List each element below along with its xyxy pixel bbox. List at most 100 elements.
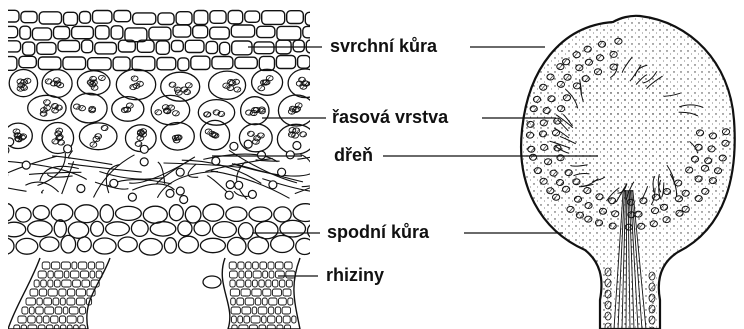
rhizine-cell (245, 271, 251, 278)
rhizine-cell (275, 271, 284, 278)
algal-cell (573, 83, 580, 89)
rhizine-cell (73, 280, 81, 287)
rhizines-drawing (8, 258, 300, 329)
medulla-cell (110, 179, 118, 187)
medulla-cell (226, 181, 234, 189)
cortex-cell (298, 56, 310, 69)
lower-cortex-cell (75, 205, 98, 223)
algal-cell (686, 167, 693, 173)
algal-cell (45, 79, 52, 84)
rhizine-cell (70, 271, 79, 278)
hypha (0, 183, 7, 197)
algal-cell (24, 78, 31, 83)
stalk-algal-cell (649, 316, 655, 324)
algal-cell (550, 170, 557, 176)
cortex-cell (113, 57, 130, 70)
lower-cortex-cell (296, 238, 314, 254)
lower-cortex-cell (115, 206, 141, 220)
lower-cortex-cell (169, 205, 183, 221)
stalk-algal-cell (605, 312, 611, 320)
rhizine-cell (55, 307, 62, 314)
algal-cell (709, 178, 716, 184)
rhizine-cell (237, 298, 244, 305)
algal-cell (540, 120, 547, 126)
algal-cell (173, 111, 180, 116)
cortex-cell (20, 26, 31, 39)
lower-cortex-cell (212, 222, 236, 238)
cortex-cell (88, 58, 112, 70)
rhizine-cell (37, 316, 42, 323)
rhizine-cell (259, 280, 265, 287)
algal-cell (557, 81, 564, 87)
cortex-cell (21, 12, 37, 23)
algal-cell (691, 156, 698, 162)
rhizine-cell (68, 289, 75, 296)
algal-cell (708, 146, 715, 152)
algal-cell (137, 135, 144, 140)
algal-cell (609, 198, 616, 204)
rhizine-cell (60, 298, 65, 305)
lower-cortex-cell (248, 237, 269, 254)
stalk-algal-cell (649, 305, 655, 313)
rhizine-cell (275, 307, 280, 314)
hypha (158, 162, 165, 184)
rhizine-cell (62, 280, 71, 287)
cortex-cell (64, 12, 78, 25)
algal-cell (164, 109, 171, 114)
rhizine-cell (29, 307, 34, 314)
cortex-cell (156, 41, 169, 54)
algal-cell (582, 76, 589, 82)
hypha (52, 156, 112, 165)
algal-cell (650, 221, 657, 227)
rhizine-cell (61, 262, 70, 269)
rhizine-cell (82, 280, 90, 287)
algal-cell (543, 108, 550, 114)
rhizine-cell (38, 271, 46, 278)
algal-cell (90, 76, 97, 81)
rhizine-cell (48, 271, 53, 278)
cortex-cell (2, 57, 17, 71)
medulla-cell (212, 157, 220, 165)
algal-cell (333, 98, 340, 103)
cortex-cell (245, 11, 260, 22)
thallus-section-left (0, 10, 371, 329)
cortex-cell (82, 40, 93, 53)
rhizine-cell (67, 316, 76, 323)
rhizine-cell (262, 298, 267, 305)
cortex-cell (5, 26, 18, 37)
algal-cell (539, 131, 546, 137)
algal-cell (126, 103, 133, 108)
rhizine-cell (96, 262, 104, 269)
cortex-cell (287, 11, 304, 24)
rhizine-cell (246, 262, 252, 269)
algal-cell (563, 59, 570, 65)
cortex-cell (231, 25, 254, 37)
algal-cell (174, 87, 181, 92)
medulla-cell (176, 168, 184, 176)
rhizine-cell (48, 280, 53, 287)
stalk-algal-cell (649, 294, 655, 302)
algal-cell (702, 188, 709, 194)
algal-cell (557, 64, 564, 70)
algal-cell (585, 59, 592, 65)
algal-cell (333, 132, 340, 137)
lower-cortex-cell (106, 222, 130, 236)
cortex-cell (132, 57, 155, 71)
lower-cortex-cell (118, 237, 137, 252)
rhizine-cell (241, 289, 250, 296)
algal-cell (675, 196, 682, 202)
algal-cell (169, 82, 176, 87)
cortex-cell (19, 56, 36, 67)
algal-cell (534, 168, 541, 174)
rhizine-cell (238, 262, 244, 269)
rhizine-cell (239, 271, 244, 278)
algal-cell (131, 76, 138, 81)
rhizine-cell (76, 298, 85, 305)
algal-cell (121, 108, 128, 113)
rhizine-cell (252, 289, 261, 296)
algal-cell (91, 85, 98, 90)
algal-cell (309, 81, 316, 86)
algal-cell (140, 129, 147, 134)
algal-cell (638, 223, 645, 229)
